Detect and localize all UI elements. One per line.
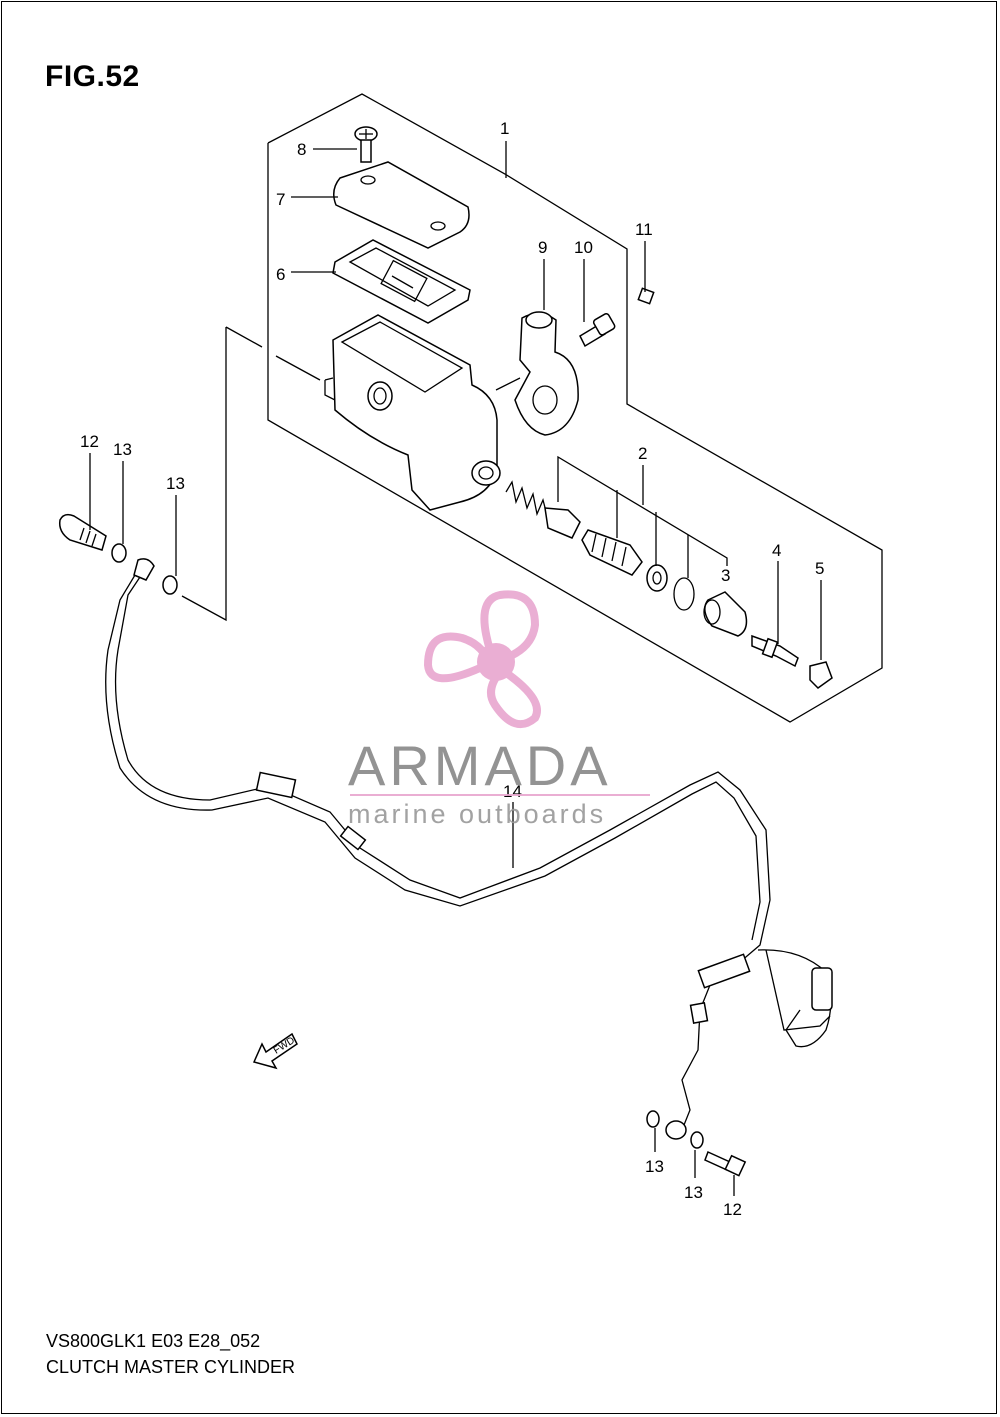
propeller-icon [423, 590, 541, 729]
propeller-hub [477, 643, 515, 681]
callout-9: 9 [538, 238, 547, 257]
callout-6: 6 [276, 265, 285, 284]
callout-7: 7 [276, 190, 285, 209]
callout-2: 2 [638, 444, 647, 463]
callout-12-upper: 12 [80, 432, 99, 451]
clutch-hose-part-14 [105, 558, 833, 1140]
callout-13-c: 13 [645, 1157, 664, 1176]
dust-boot-part-3 [703, 591, 748, 637]
callout-14: 14 [503, 782, 522, 801]
figure-title: FIG.52 [45, 60, 140, 93]
washer-part-13-d [690, 1131, 704, 1149]
piston-set-part-2 [544, 507, 695, 611]
lever-bracket-part-9 [495, 311, 579, 436]
nut-part-11 [637, 287, 655, 305]
push-rod-part-4 [751, 634, 799, 668]
callout-1: 1 [500, 119, 509, 138]
forward-direction-arrow: FWD [252, 1032, 298, 1070]
callout-leaders [89, 141, 822, 1196]
callout-13-b: 13 [166, 474, 185, 493]
watermark-brand: ARMADA [348, 734, 612, 797]
banjo-bolt-part-12-lower [704, 1150, 747, 1177]
reservoir-cap-part-7 [333, 161, 470, 249]
callout-4: 4 [772, 541, 781, 560]
master-cylinder-body [324, 314, 501, 511]
callout-5: 5 [815, 559, 824, 578]
washer-part-13-b [162, 575, 178, 595]
callout-13-d: 13 [684, 1183, 703, 1202]
screw-part-8 [354, 126, 378, 163]
callout-12-lower: 12 [723, 1200, 742, 1219]
banjo-bolt-part-12-upper [58, 513, 107, 551]
callout-10: 10 [574, 238, 593, 257]
spring [505, 480, 549, 520]
watermark-tagline: marine outboards [348, 799, 606, 829]
washer-part-13-c [646, 1110, 660, 1128]
bolt-part-10 [579, 313, 616, 348]
model-code: VS800GLK1 E03 E28_052 [46, 1331, 261, 1351]
diaphragm-part-6 [332, 239, 471, 324]
callout-11: 11 [635, 220, 653, 239]
end-cap-part-5 [809, 661, 833, 689]
callout-8: 8 [297, 140, 306, 159]
assembly-outline [267, 93, 883, 723]
hose-bracket-line [181, 327, 227, 622]
callout-3: 3 [721, 566, 730, 585]
callout-13-a: 13 [113, 440, 132, 459]
watermark-logo: ARMADA marine outboards [348, 590, 650, 829]
washer-part-13-a [111, 543, 127, 563]
diagram-name: CLUTCH MASTER CYLINDER [46, 1357, 296, 1377]
